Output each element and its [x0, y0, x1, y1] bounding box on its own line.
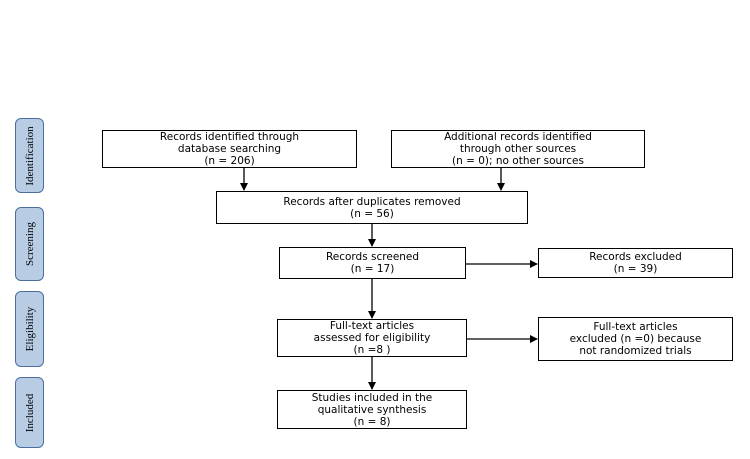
box-fulltext-assessed: Full-text articles assessed for eligibil…	[277, 319, 467, 357]
phase-included: Included	[15, 377, 44, 448]
phase-identification: Identification	[15, 118, 44, 193]
box-records-excluded: Records excluded (n = 39)	[538, 248, 733, 278]
box-records-identified: Records identified through database sear…	[102, 130, 357, 168]
box-after-duplicates: Records after duplicates removed (n = 56…	[216, 191, 528, 224]
phase-eligibility: Eligibility	[15, 291, 44, 367]
box-additional-records: Additional records identified through ot…	[391, 130, 645, 168]
box-studies-included: Studies included in the qualitative synt…	[277, 390, 467, 429]
phase-screening: Screening	[15, 207, 44, 281]
box-fulltext-excluded: Full-text articles excluded (n =0) becau…	[538, 317, 733, 361]
box-records-screened: Records screened (n = 17)	[279, 247, 466, 279]
